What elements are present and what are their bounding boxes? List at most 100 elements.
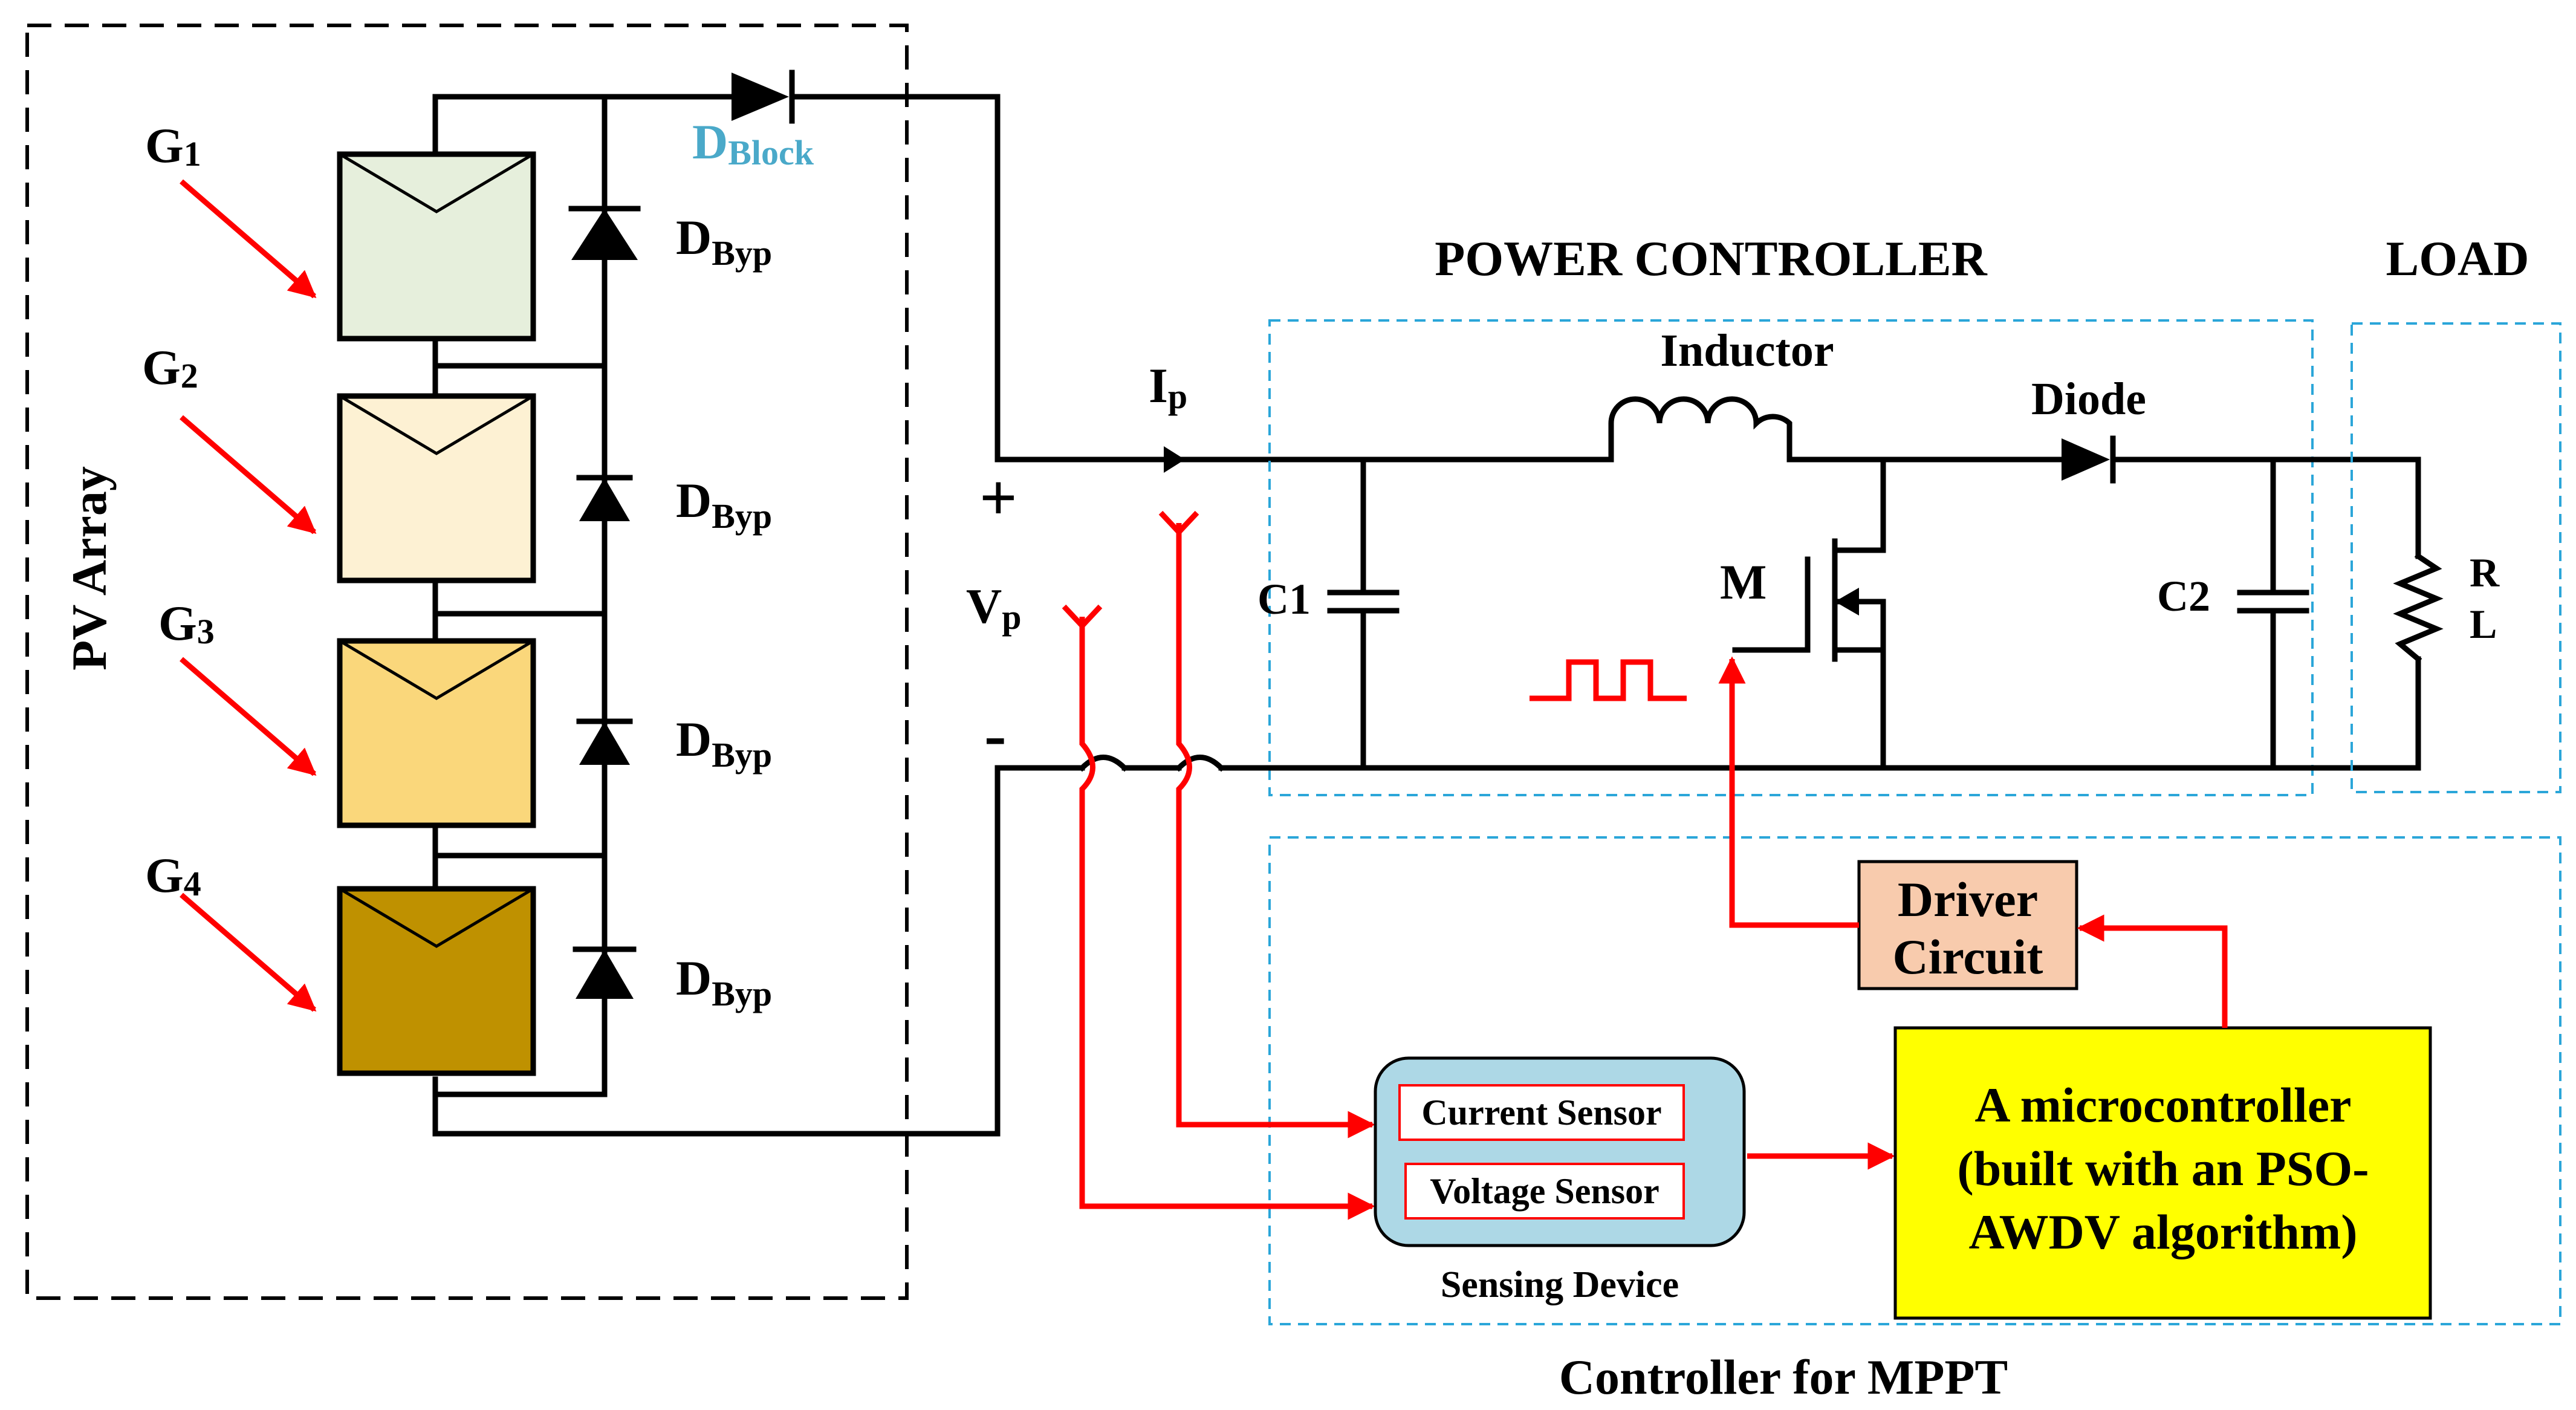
pwm-waveform-icon xyxy=(1530,659,1687,701)
output-diode-symbol xyxy=(2062,438,2110,481)
irradiance-arrow-2 xyxy=(180,415,317,534)
irradiance-label-3-main: G xyxy=(158,596,197,651)
pv-panel-1-mark xyxy=(339,152,534,213)
irradiance-arrow-4 xyxy=(180,892,317,1012)
voltage-probe-tip xyxy=(1062,604,1103,630)
blocking-diode-label-main: D xyxy=(692,114,728,169)
irradiance-arrow-3 xyxy=(180,657,317,776)
microcontroller-box xyxy=(1893,1026,2432,1320)
irradiance-label-1: G1 xyxy=(145,118,201,174)
current-label: Ip xyxy=(1149,358,1187,416)
pv-negative-wire xyxy=(994,765,1085,1137)
pv-panel-2-body xyxy=(337,393,536,583)
bottom-rail-hop-1 xyxy=(1078,755,1129,772)
microcontroller-line-1: A microcontroller xyxy=(1974,1077,2351,1132)
mosfet-drain xyxy=(1832,456,1886,553)
bypass-diode-label-2: DByp xyxy=(676,473,772,536)
load-resistor xyxy=(2393,552,2444,663)
voltage-label-sub: p xyxy=(1002,597,1021,637)
mppt-boundary xyxy=(1268,836,2561,1325)
bypass-diode-label-3: DByp xyxy=(676,712,772,775)
pv-positive-wire xyxy=(789,94,1279,463)
power-controller-section: POWER CONTROLLER C1 C2 M xyxy=(1078,231,2421,796)
pv-array-boundary xyxy=(25,24,909,1300)
terminals: + - Ip Vp xyxy=(966,358,1187,772)
bypass-diode-label-3-main: D xyxy=(676,712,712,767)
irradiance-arrow-1 xyxy=(180,179,317,299)
irradiance-label-4: G4 xyxy=(145,848,201,903)
voltage-label: Vp xyxy=(966,579,1021,637)
c1-label: C1 xyxy=(1257,575,1311,623)
panel-taps xyxy=(432,363,608,1097)
plus-terminal: + xyxy=(979,461,1017,534)
mosfet-arrow xyxy=(1835,588,1859,616)
load-section: LOAD R L xyxy=(2351,231,2561,793)
mosfet-label: M xyxy=(1720,554,1767,609)
bypass-diode-1-symbol xyxy=(571,209,638,260)
bypass-diode-3-symbol xyxy=(579,721,630,765)
mcu-to-driver-wire xyxy=(2077,914,2228,1028)
pv-panel-2 xyxy=(337,393,536,583)
c1-plates xyxy=(1327,590,1400,614)
pv-panel-4-mark xyxy=(339,887,534,948)
voltage-sensor-label: Voltage Sensor xyxy=(1430,1171,1659,1211)
blocking-diode-label-sub: Block xyxy=(728,133,814,172)
bypass-diode-label-3-sub: Byp xyxy=(712,735,772,775)
driver-circuit-box xyxy=(1857,860,2078,990)
bypass-diode-2 xyxy=(576,475,633,521)
pv-panel-3-body xyxy=(337,638,536,828)
output-diode xyxy=(2062,435,2116,484)
driver-to-gate-wire xyxy=(1718,656,1859,928)
blocking-diode xyxy=(732,70,795,124)
pv-array-title: PV Array xyxy=(62,466,117,671)
power-controller-boundary xyxy=(1268,319,2314,796)
bypass-diode-label-1-main: D xyxy=(676,210,712,265)
c2-label: C2 xyxy=(2157,572,2210,620)
current-direction-arrow xyxy=(1164,446,1185,473)
blocking-diode-label: DBlock xyxy=(692,114,814,172)
irradiance-label-2-main: G xyxy=(142,340,181,395)
bypass-diode-4 xyxy=(573,946,637,999)
load-boundary xyxy=(2351,322,2561,793)
voltage-sense-wire xyxy=(1079,617,1375,1220)
blocking-diode-symbol xyxy=(732,73,789,121)
irradiance-label-4-main: G xyxy=(145,848,184,903)
bypass-diode-label-4-main: D xyxy=(676,950,712,1006)
sensing-device-label: Sensing Device xyxy=(1441,1264,1679,1305)
load-resistor-label-r: R xyxy=(2470,550,2500,596)
current-sensor-label: Current Sensor xyxy=(1421,1093,1661,1132)
inductor-label: Inductor xyxy=(1660,325,1834,376)
bypass-diode-2-symbol xyxy=(579,478,630,521)
current-label-main: I xyxy=(1149,358,1168,413)
irradiance-label-3: G3 xyxy=(158,596,215,651)
pv-panel-4-body xyxy=(337,886,536,1076)
load-title: LOAD xyxy=(2386,231,2529,286)
irradiance-label-2-sub: 2 xyxy=(181,356,198,395)
minus-terminal: - xyxy=(984,698,1007,772)
bypass-diode-label-4: DByp xyxy=(676,950,772,1013)
pv-panel-3 xyxy=(337,638,536,828)
power-controller-title: POWER CONTROLLER xyxy=(1435,231,1987,286)
pv-panel-1-body xyxy=(337,151,536,342)
bypass-diode-label-1-sub: Byp xyxy=(712,233,772,273)
pv-panel-1 xyxy=(337,151,536,342)
bypass-diode-4-symbol xyxy=(576,949,634,999)
load-resistor-label-l: L xyxy=(2470,601,2497,647)
voltage-label-main: V xyxy=(966,579,1002,634)
bypass-diode-label-4-sub: Byp xyxy=(712,974,772,1013)
current-sense-wire xyxy=(1176,523,1375,1139)
bypass-diode-label-2-sub: Byp xyxy=(712,496,772,536)
driver-circuit-line-1: Driver xyxy=(1898,872,2038,927)
pv-array-section: PV Array xyxy=(25,24,1279,1300)
mosfet-source xyxy=(1832,647,1886,771)
inductor-coil xyxy=(1608,396,1792,463)
pv-panel-4 xyxy=(337,886,536,1076)
bypass-diode-3 xyxy=(576,718,633,765)
irradiance-label-3-sub: 3 xyxy=(197,612,215,651)
bypass-diode-1 xyxy=(568,206,641,260)
driver-circuit-line-2: Circuit xyxy=(1892,929,2043,984)
mosfet-gate xyxy=(1732,556,1811,653)
mppt-title: Controller for MPPT xyxy=(1559,1350,2008,1405)
mosfet-switch: M xyxy=(1720,456,1886,771)
